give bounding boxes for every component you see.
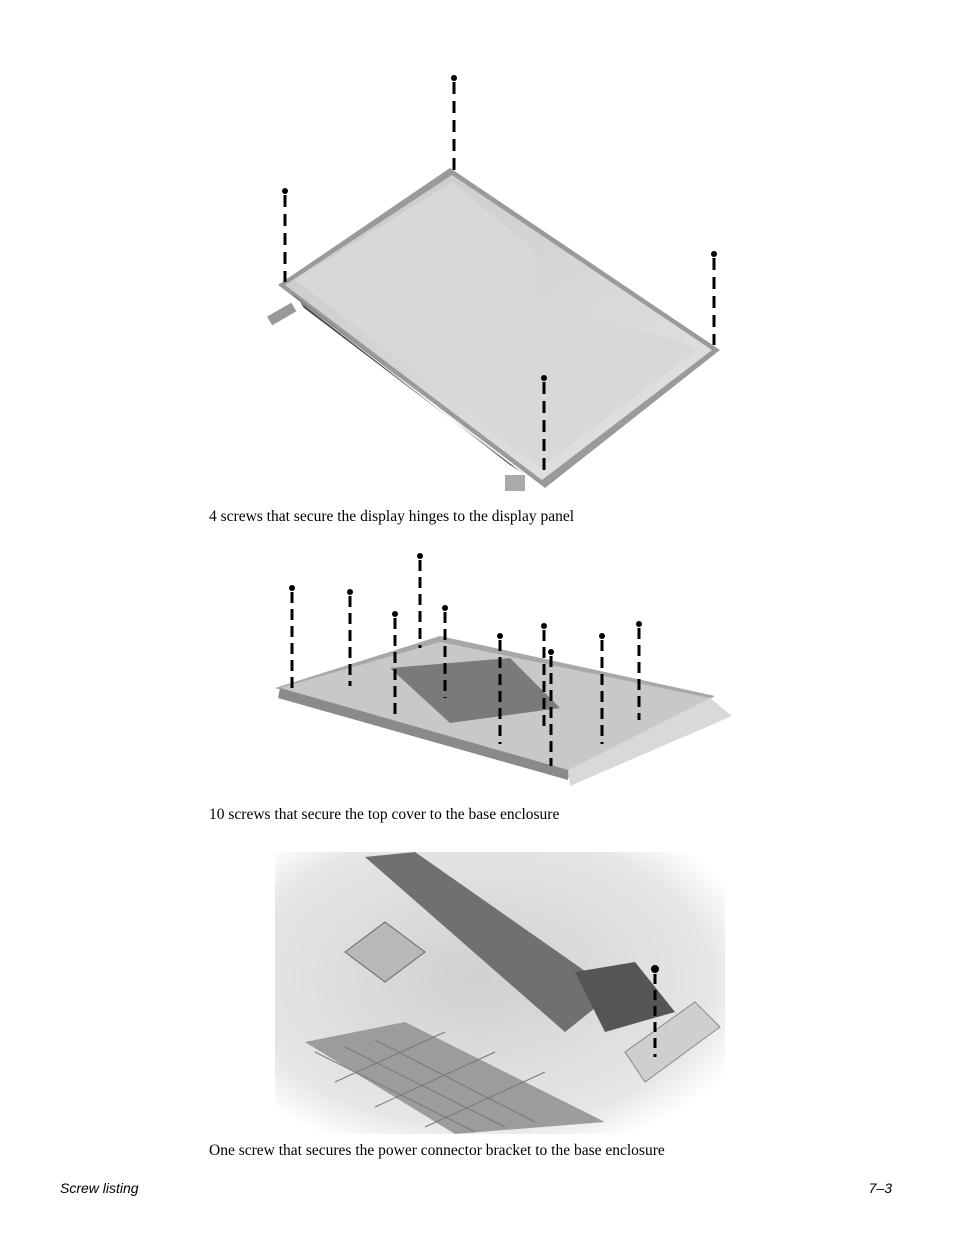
figure-3-caption: One screw that secures the power connect… bbox=[209, 1142, 665, 1159]
footer-page-number: 7–3 bbox=[868, 1180, 892, 1196]
top-cover-illustration bbox=[275, 553, 732, 786]
figure-2-caption: 10 screws that secure the top cover to t… bbox=[209, 806, 560, 823]
footer-section-title: Screw listing bbox=[60, 1180, 139, 1196]
figure-1-caption: 4 screws that secure the display hinges … bbox=[209, 508, 575, 525]
power-connector-illustration bbox=[275, 852, 725, 1134]
display-panel-illustration bbox=[267, 75, 720, 491]
